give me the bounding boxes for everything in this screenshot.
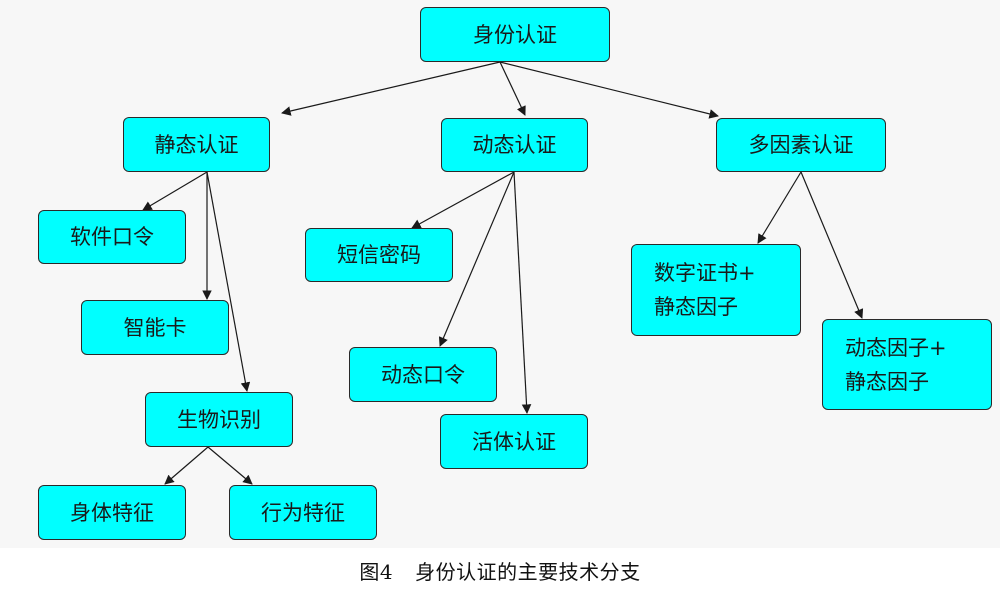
figure-title: 身份认证的主要技术分支 [415, 560, 641, 584]
edge-dynamic-liveness [513, 171, 532, 414]
diagram-canvas: 身份认证 静态认证 动态认证 多因素认证 软件口令 智能卡 生物识别 身体特征 … [38, 7, 992, 540]
node-static-authentication: 静态认证 [123, 117, 270, 172]
edge-static-biometric [206, 171, 251, 392]
node-sms-code: 短信密码 [305, 228, 453, 282]
edge-layer [142, 61, 864, 485]
edge-dynamic-sms [411, 171, 515, 229]
node-identity-authentication: 身份认证 [420, 7, 610, 62]
node-smart-card: 智能卡 [81, 300, 229, 355]
node-digital-certificate-static-factor: 数字证书+ 静态因子 [631, 244, 801, 336]
edge-biometric-behavior [207, 446, 253, 485]
edge-root-multifactor [499, 61, 719, 119]
edge-dynamic-otp [438, 171, 515, 347]
node-multifactor-authentication: 多因素认证 [716, 118, 886, 172]
edge-biometric-body [164, 446, 209, 485]
node-dynamic-authentication: 动态认证 [441, 118, 588, 172]
node-physical-traits: 身体特征 [38, 485, 186, 540]
node-dynamic-password: 动态口令 [349, 347, 497, 402]
edge-root-static [281, 61, 501, 116]
edge-root-dynamic [499, 61, 526, 116]
figure-caption: 图4 身份认证的主要技术分支 [0, 556, 1000, 585]
node-biometrics: 生物识别 [145, 392, 293, 447]
node-behavioral-traits: 行为特征 [229, 485, 377, 540]
edge-static-software [142, 171, 208, 211]
figure-number: 图4 [359, 560, 394, 584]
node-dynamic-factor-static-factor: 动态因子+ 静态因子 [822, 319, 992, 410]
edge-multifactor-dynamic [800, 171, 864, 319]
edge-multifactor-cert [757, 171, 802, 244]
node-software-password: 软件口令 [38, 210, 186, 264]
node-liveness-authentication: 活体认证 [440, 414, 588, 469]
